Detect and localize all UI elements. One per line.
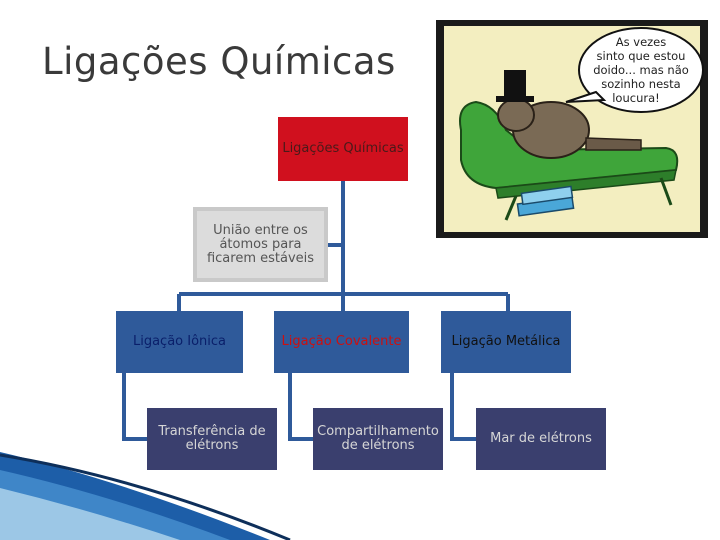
slide-title: Ligações Químicas — [42, 40, 396, 83]
speech-line-5: loucura! — [612, 91, 660, 105]
definition-note: União entre os átomos para ficarem estáv… — [193, 207, 328, 282]
speech-line-3: doido... mas não — [593, 63, 689, 77]
desc-ionica: Transferência de elétrons — [147, 408, 277, 470]
speech-line-4: sozinho nesta — [601, 77, 680, 91]
cartoon-illustration: As vezes sinto que estou doido... mas nã… — [436, 20, 708, 238]
node-ligacao-covalente: Ligação Covalente — [274, 311, 409, 373]
root-node: Ligações Químicas — [278, 117, 408, 181]
speech-line-2: sinto que estou — [597, 49, 686, 63]
desc-covalente: Compartilhamento de elétrons — [313, 408, 443, 470]
node-ligacao-ionica: Ligação Iônica — [116, 311, 243, 373]
desc-metalica: Mar de elétrons — [476, 408, 606, 470]
node-ligacao-metalica: Ligação Metálica — [441, 311, 571, 373]
speech-line-1: As vezes — [616, 35, 667, 49]
